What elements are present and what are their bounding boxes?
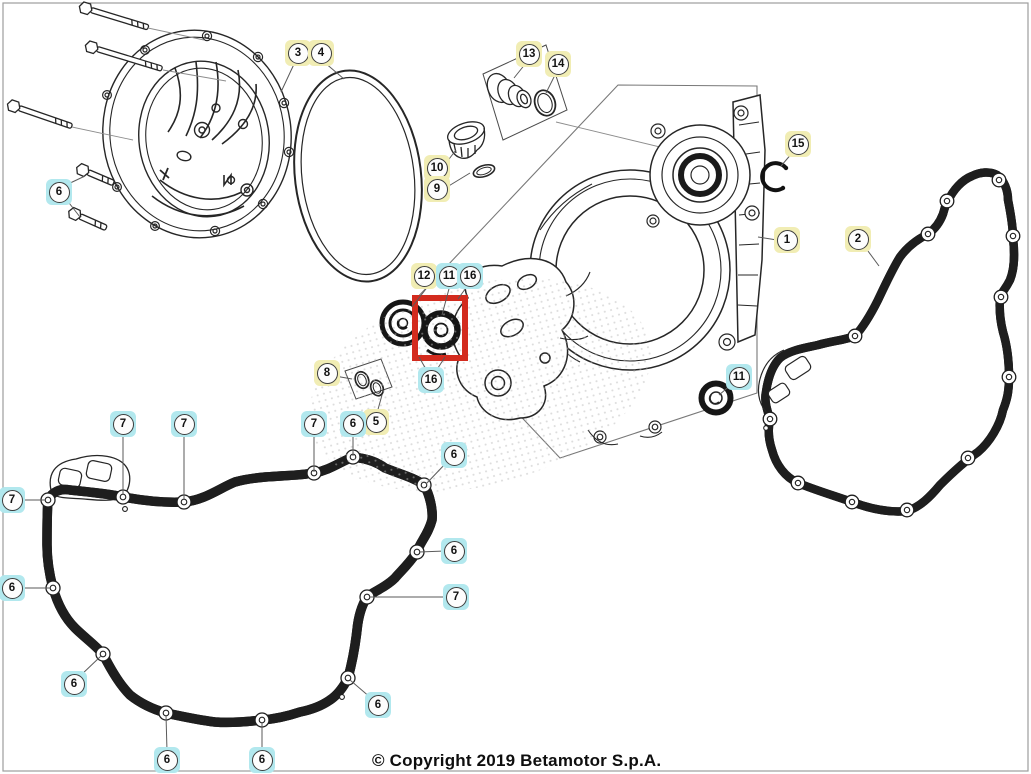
callout-7[interactable]: 7 xyxy=(110,411,136,437)
callout-6[interactable]: 6 xyxy=(365,692,391,718)
callout-label: 15 xyxy=(787,133,809,155)
crankcase-gasket-drawing xyxy=(40,449,432,728)
callout-label: 1 xyxy=(776,229,798,251)
callout-label: 14 xyxy=(547,53,569,75)
callout-label: 6 xyxy=(443,444,465,466)
callout-6[interactable]: 6 xyxy=(441,538,467,564)
callout-6[interactable]: 6 xyxy=(61,671,87,697)
callout-label: 6 xyxy=(251,749,273,771)
callout-label: 9 xyxy=(426,178,448,200)
red-highlight-box xyxy=(412,295,468,361)
callout-label: 7 xyxy=(303,413,325,435)
callout-11[interactable]: 11 xyxy=(726,364,752,390)
circlip-drawing xyxy=(760,161,789,193)
watermark-dots xyxy=(308,278,652,492)
callout-15[interactable]: 15 xyxy=(785,131,811,157)
callout-6[interactable]: 6 xyxy=(340,411,366,437)
callout-14[interactable]: 14 xyxy=(545,51,571,77)
callout-label: 11 xyxy=(728,366,750,388)
callout-2[interactable]: 2 xyxy=(845,226,871,252)
callout-1[interactable]: 1 xyxy=(774,227,800,253)
callout-label: 5 xyxy=(365,411,387,433)
clutch-cover-gasket-drawing xyxy=(757,172,1021,518)
callout-7[interactable]: 7 xyxy=(171,411,197,437)
callout-label: 16 xyxy=(459,265,481,287)
outer-cover-gasket-drawing xyxy=(293,69,423,283)
copyright-text: © Copyright 2019 Betamotor S.p.A. xyxy=(372,751,662,770)
callout-12[interactable]: 12 xyxy=(411,263,437,289)
callout-label: 6 xyxy=(1,577,23,599)
callout-label: 7 xyxy=(112,413,134,435)
callout-8[interactable]: 8 xyxy=(314,360,340,386)
callout-label: 7 xyxy=(1,489,23,511)
callout-label: 12 xyxy=(413,265,435,287)
callout-label: 4 xyxy=(310,42,332,64)
callout-4[interactable]: 4 xyxy=(308,40,334,66)
callout-10[interactable]: 10 xyxy=(424,155,450,181)
callout-label: 6 xyxy=(156,749,178,771)
callout-label: 6 xyxy=(367,694,389,716)
callout-13[interactable]: 13 xyxy=(516,41,542,67)
callout-9[interactable]: 9 xyxy=(424,176,450,202)
callout-label: 6 xyxy=(342,413,364,435)
callout-6[interactable]: 6 xyxy=(0,575,25,601)
bolts-drawing xyxy=(6,1,227,231)
outer-cover-drawing xyxy=(101,29,295,239)
callout-16[interactable]: 16 xyxy=(457,263,483,289)
callout-label: 6 xyxy=(48,181,70,203)
callout-label: 13 xyxy=(518,43,540,65)
callout-label: 8 xyxy=(316,362,338,384)
callout-label: 3 xyxy=(287,42,309,64)
callout-6[interactable]: 6 xyxy=(154,747,180,773)
plug-assembly-drawing xyxy=(482,44,568,141)
callout-label: 16 xyxy=(420,369,442,391)
callout-label: 11 xyxy=(438,265,460,287)
oil-cap-drawing xyxy=(447,121,496,179)
callout-6[interactable]: 6 xyxy=(441,442,467,468)
callout-16[interactable]: 16 xyxy=(418,367,444,393)
callout-label: 7 xyxy=(173,413,195,435)
callout-label: 7 xyxy=(445,586,467,608)
callout-6[interactable]: 6 xyxy=(249,747,275,773)
callout-3[interactable]: 3 xyxy=(285,40,311,66)
callout-label: 2 xyxy=(847,228,869,250)
callout-label: 10 xyxy=(426,157,448,179)
callout-label: 6 xyxy=(63,673,85,695)
callout-7[interactable]: 7 xyxy=(0,487,25,513)
callout-6[interactable]: 6 xyxy=(46,179,72,205)
callout-7[interactable]: 7 xyxy=(301,411,327,437)
callout-label: 6 xyxy=(443,540,465,562)
callout-5[interactable]: 5 xyxy=(363,409,389,435)
callout-7[interactable]: 7 xyxy=(443,584,469,610)
